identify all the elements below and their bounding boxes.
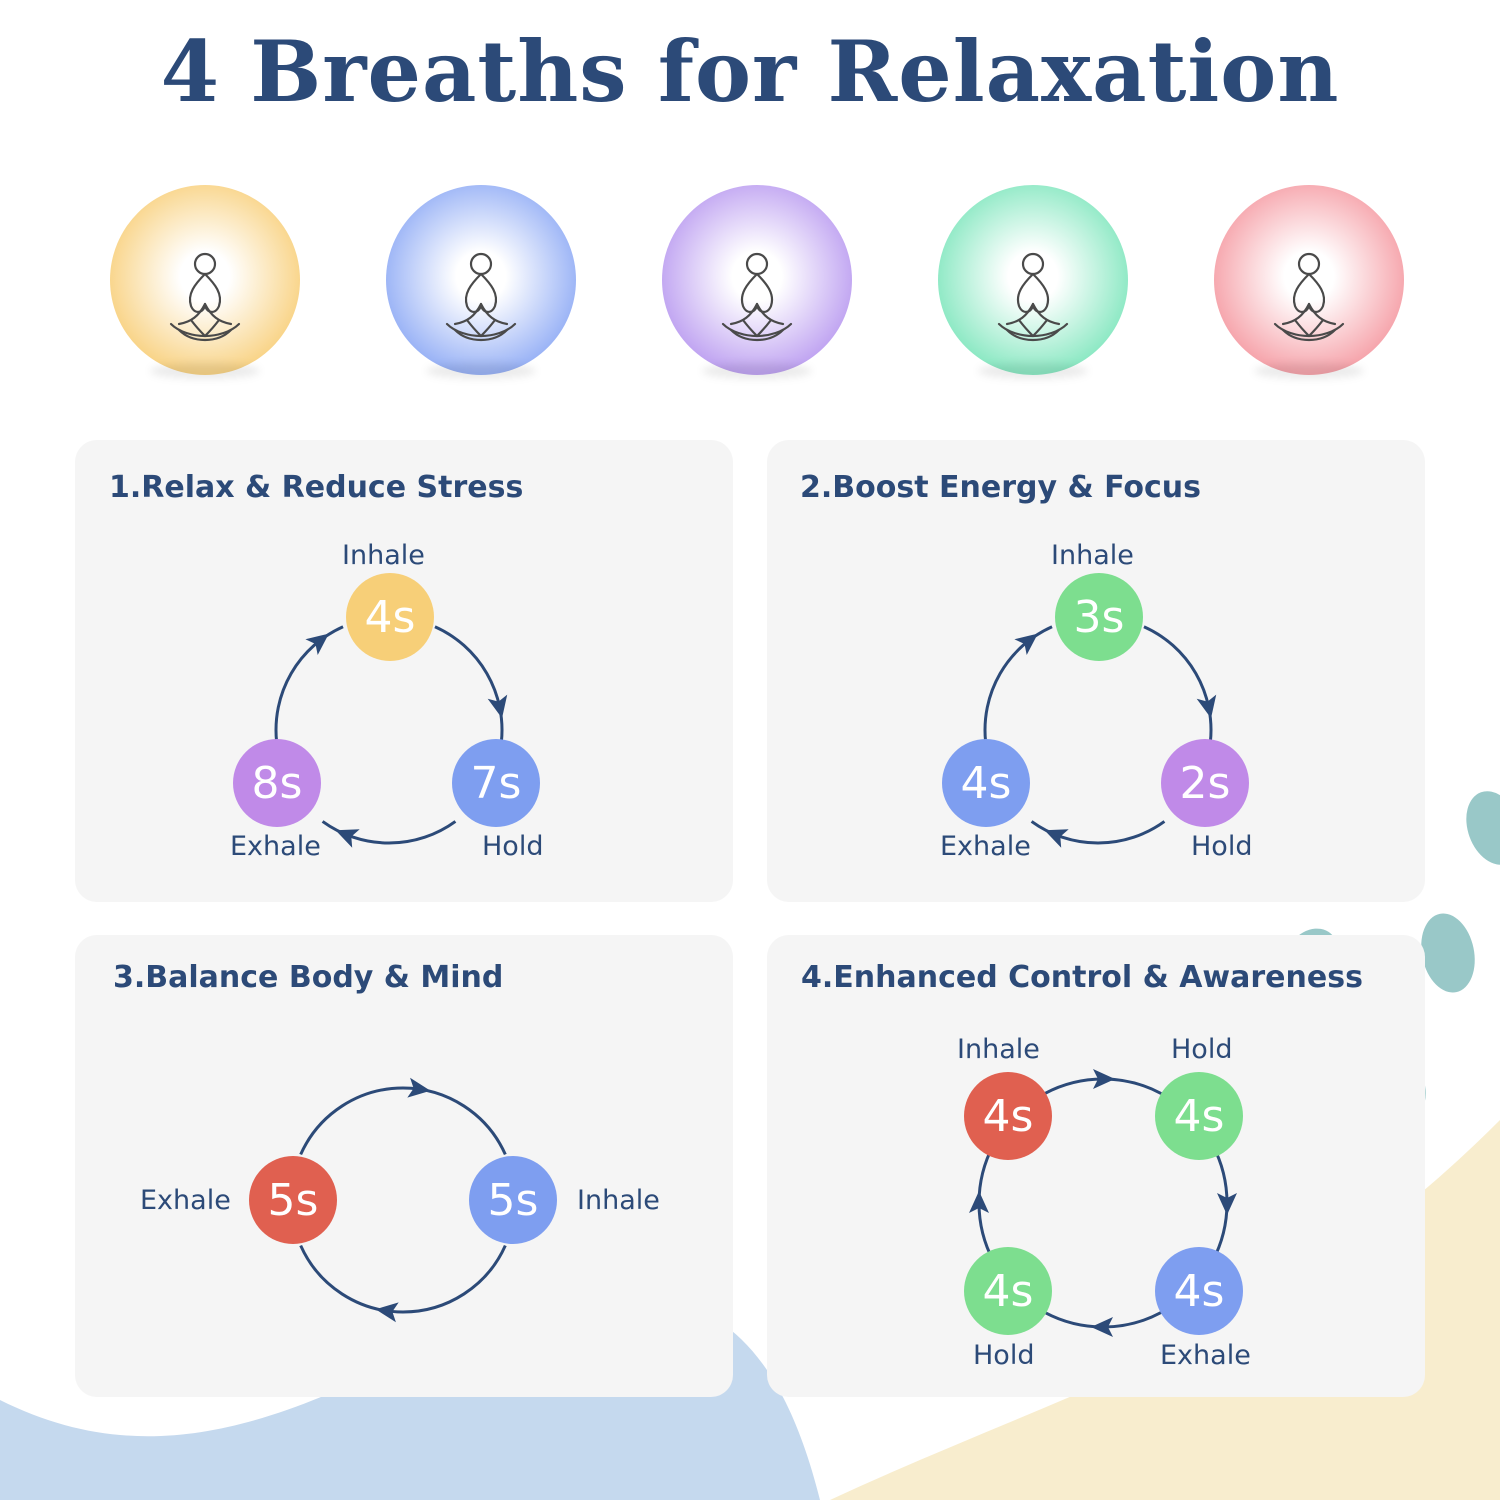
step-label-inhale: Inhale [1051, 540, 1134, 571]
cycle-arrowhead [969, 1191, 989, 1213]
lamp-red [1214, 185, 1404, 385]
meditation-icon [997, 252, 1069, 342]
meditation-icon [445, 252, 517, 342]
lamp-blue [386, 185, 576, 385]
cycle-arrowhead [1044, 829, 1069, 848]
cycle-arrowhead [487, 694, 508, 719]
panel-control: 4.Enhanced Control & Awareness [767, 935, 1425, 1397]
lamp-globe [1214, 185, 1404, 375]
meditation-icon [721, 252, 793, 342]
step-node-hold: 4s [964, 1247, 1052, 1335]
step-label-inhale: Inhale [342, 540, 425, 571]
step-node-inhale: 5s [469, 1156, 557, 1244]
cycle-arrowhead [305, 633, 329, 655]
step-node-exhale: 4s [1155, 1247, 1243, 1335]
step-node-exhale: 4s [942, 739, 1030, 827]
step-node-hold: 2s [1161, 739, 1249, 827]
panel-balance: 3.Balance Body & Mind [75, 935, 733, 1397]
cycle-arc [1143, 625, 1213, 742]
cycle-arrowhead [1196, 694, 1217, 719]
lamp-globe [110, 185, 300, 375]
cycle-arc [299, 1086, 507, 1156]
cycle-arc [983, 625, 1053, 742]
panel-title: 3.Balance Body & Mind [113, 960, 504, 995]
lamp-globe [662, 185, 852, 375]
cycle-arrowhead [1091, 1317, 1113, 1337]
step-node-exhale: 5s [249, 1156, 337, 1244]
step-label-exhale: Exhale [230, 831, 321, 862]
panel-title: 2.Boost Energy & Focus [800, 470, 1201, 505]
meditation-icon [1273, 252, 1345, 342]
step-label-hold: Hold [482, 831, 544, 862]
meditation-icon [169, 252, 241, 342]
cycle-arrowhead [407, 1077, 431, 1098]
lamp-amber [110, 185, 300, 385]
step-label-exhale: Exhale [940, 831, 1031, 862]
panel-title: 1.Relax & Reduce Stress [109, 470, 524, 505]
step-node-inhale: 3s [1055, 573, 1143, 661]
panel-title: 4.Enhanced Control & Awareness [801, 960, 1363, 995]
cycle-arc [299, 1244, 507, 1314]
cycle-arrowhead [335, 829, 360, 848]
cycle-arrowhead [375, 1302, 399, 1323]
lamp-globe [386, 185, 576, 375]
lamp-violet [662, 185, 852, 385]
page-title: 4 Breaths for Relaxation [160, 22, 1340, 121]
step-label-hold: Hold [1191, 831, 1253, 862]
cycle-arc [274, 625, 344, 742]
step-label-exhale: Exhale [1160, 1340, 1251, 1371]
cycle-arrowhead [1093, 1069, 1115, 1089]
step-label-inhale: Inhale [577, 1185, 660, 1216]
cream-wave-shape [830, 1120, 1500, 1500]
step-label-hold: Hold [973, 1340, 1035, 1371]
lamp-green [938, 185, 1128, 385]
lamp-globe [938, 185, 1128, 375]
step-node-exhale: 8s [233, 739, 321, 827]
panel-energy: 2.Boost Energy & Focus [767, 440, 1425, 902]
step-label-hold: Hold [1171, 1034, 1233, 1065]
cycle-arrowhead [1014, 633, 1038, 655]
panel-relax: 1.Relax & Reduce Stress [75, 440, 733, 902]
step-node-hold: 7s [452, 739, 540, 827]
step-label-exhale: Exhale [140, 1185, 231, 1216]
step-node-inhale: 4s [346, 573, 434, 661]
step-node-hold: 4s [1155, 1072, 1243, 1160]
step-node-inhale: 4s [964, 1072, 1052, 1160]
cycle-arrowhead [1217, 1193, 1237, 1215]
cycle-arc [434, 625, 504, 742]
step-label-inhale: Inhale [957, 1034, 1040, 1065]
